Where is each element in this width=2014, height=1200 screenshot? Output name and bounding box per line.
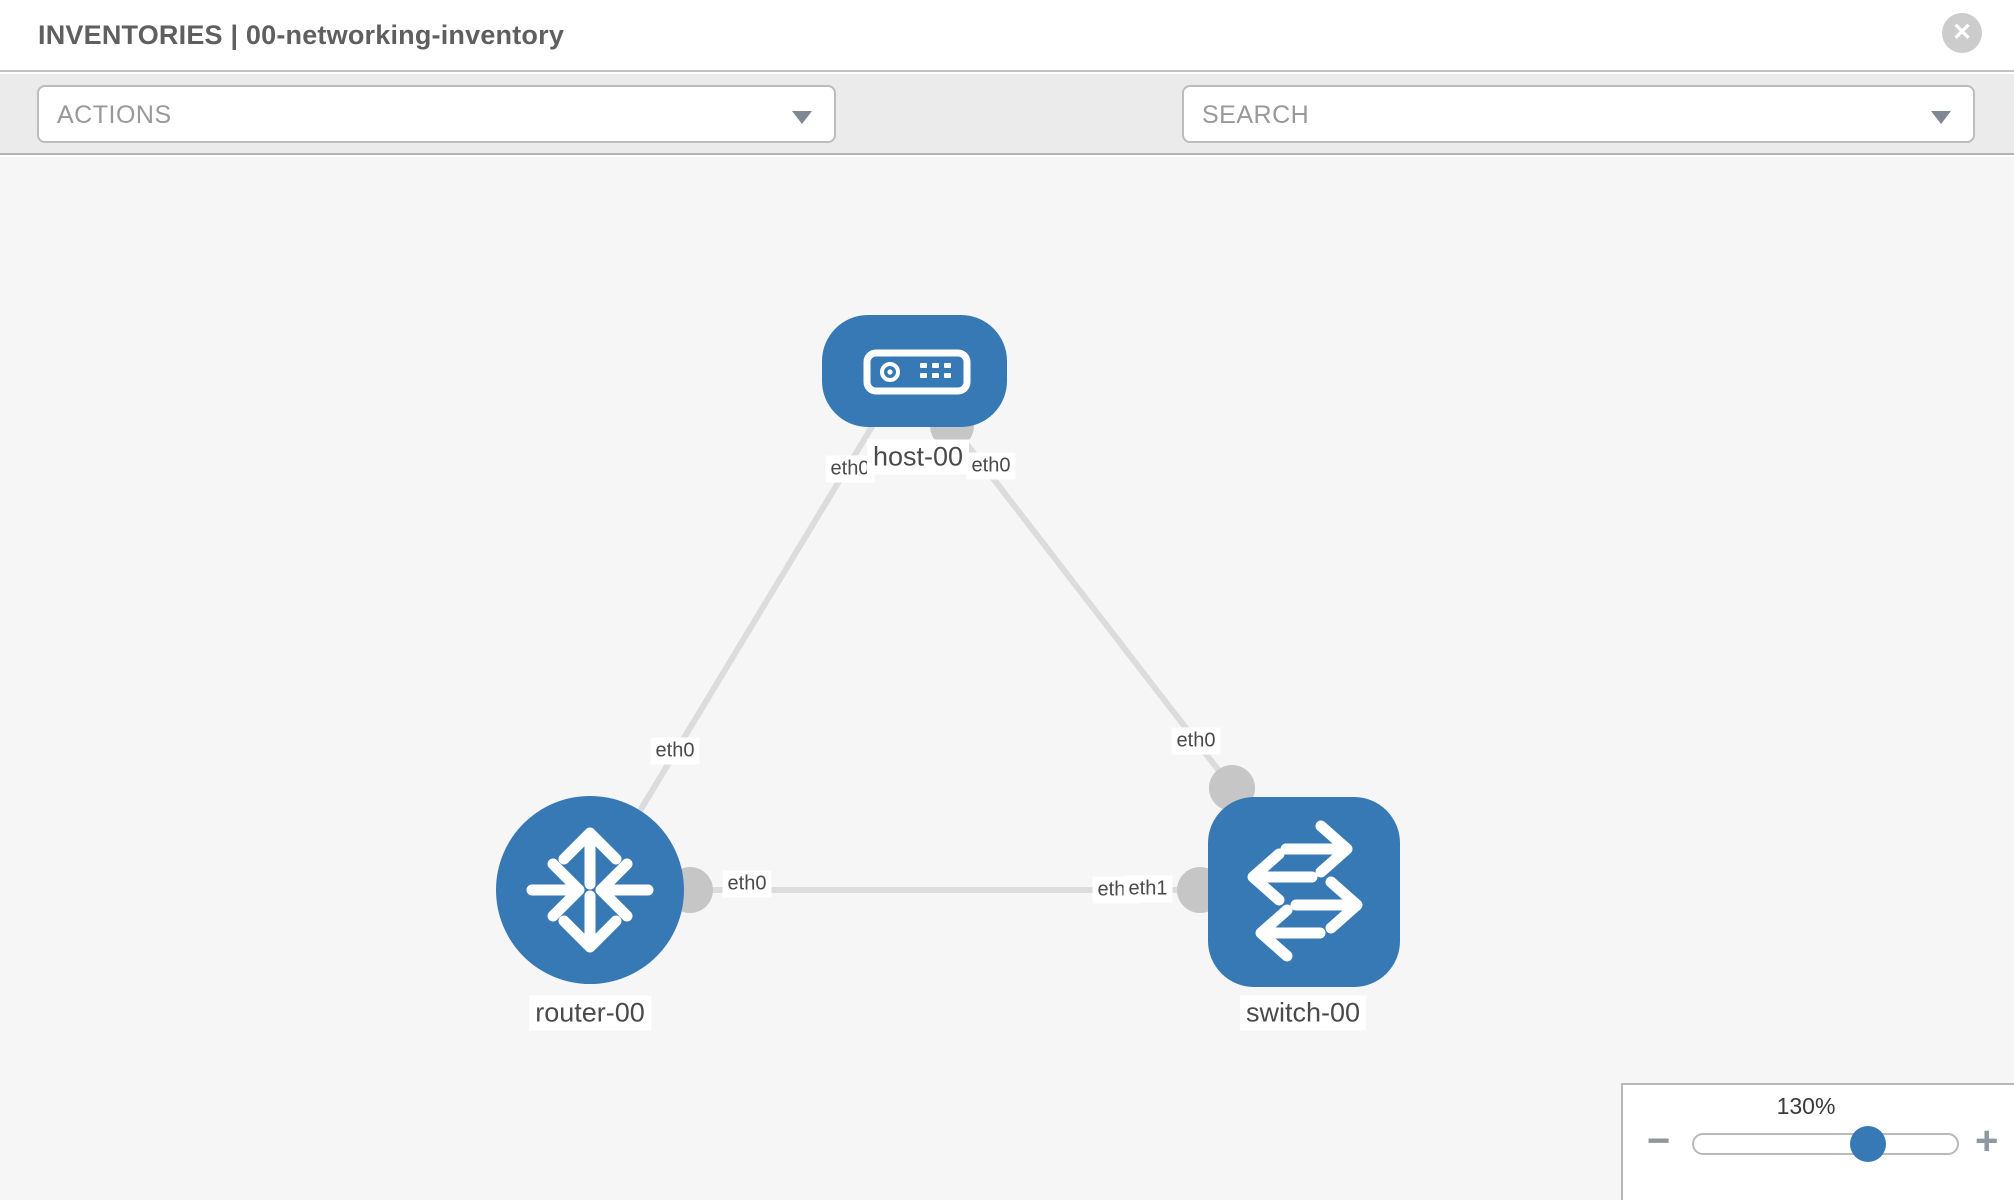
close-button[interactable]: ✕ [1942, 13, 1982, 53]
node-label-router: router-00 [529, 995, 651, 1031]
zoom-out-button[interactable]: − [1647, 1119, 1671, 1163]
page-header: INVENTORIES | 00-networking-inventory ✕ [0, 0, 2014, 72]
node-switch-00[interactable] [1208, 797, 1400, 987]
node-label-switch: switch-00 [1239, 995, 1367, 1031]
actions-dropdown[interactable]: ACTIONS [37, 85, 836, 143]
close-icon: ✕ [1951, 19, 1973, 46]
host-icon [863, 349, 971, 395]
chevron-down-icon [1931, 111, 1951, 124]
iface-label: eth0 [825, 455, 875, 483]
node-host-00[interactable] [822, 315, 1007, 427]
zoom-slider[interactable] [1692, 1126, 1959, 1162]
toolbar: ACTIONS SEARCH [0, 74, 2014, 205]
zoom-in-button[interactable]: + [1975, 1119, 1999, 1163]
iface-label: eth0 [722, 870, 772, 898]
actions-dropdown-label: ACTIONS [57, 101, 172, 129]
search-placeholder: SEARCH [1202, 101, 1310, 129]
iface-label: eth0 [1171, 727, 1221, 755]
iface-label: eth0 [966, 452, 1016, 480]
chevron-down-icon [792, 111, 812, 124]
topology-canvas[interactable]: eth0 eth0 eth0 eth0 eth0 eth0 eth1 host-… [0, 157, 2014, 1200]
zoom-panel: 130% − + [1621, 1083, 2014, 1200]
switch-icon [1247, 820, 1363, 962]
node-label-host: host-00 [866, 439, 970, 475]
page-title: INVENTORIES | 00-networking-inventory [38, 20, 565, 50]
zoom-slider-handle[interactable] [1850, 1126, 1886, 1162]
node-router-00[interactable] [496, 796, 684, 984]
router-icon [526, 827, 654, 953]
topology-svg [496, 315, 1400, 987]
search-dropdown[interactable]: SEARCH [1182, 85, 1975, 143]
iface-label: eth1 [1123, 875, 1173, 903]
zoom-percent-value: 130% [1776, 1093, 1836, 1119]
iface-label: eth0 [650, 737, 700, 765]
